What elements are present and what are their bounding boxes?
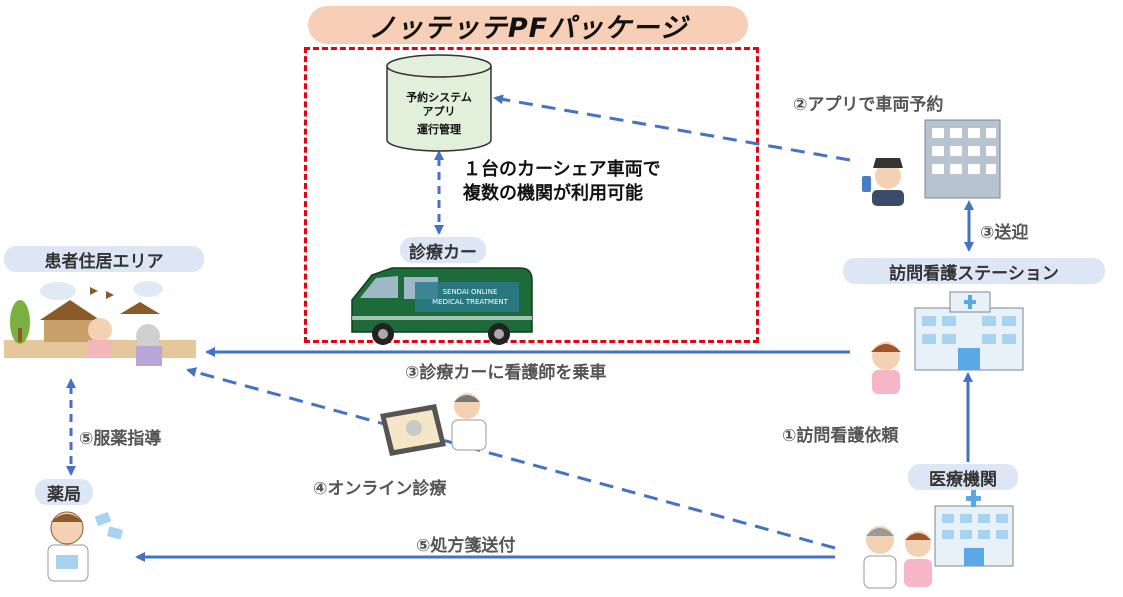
- medical-institution-label: 医療機関: [908, 464, 1018, 490]
- nursing-request-label: ①訪問看護依頼: [782, 426, 899, 446]
- pickup-label: ③送迎: [980, 223, 1029, 243]
- medication-guidance-label: ⑤服薬指導: [79, 429, 162, 449]
- package-note-line-1: １台のカーシェア車両で: [463, 159, 661, 180]
- nursing-station-label: 訪問看護ステーション: [843, 258, 1105, 284]
- database-line-1: 予約システム: [406, 91, 472, 104]
- patient-area-label: 患者住居エリア: [4, 246, 204, 272]
- pharmacy-label: 薬局: [35, 479, 93, 505]
- prescription-send-label: ⑤処方箋送付: [416, 536, 516, 556]
- app-reservation-label: ②アプリで車両予約: [793, 95, 944, 115]
- online-consultation-label: ④オンライン診療: [313, 479, 447, 499]
- van-text-1: SENDAI ONLINE: [443, 288, 498, 296]
- database-line-3: 運行管理: [417, 123, 461, 136]
- package-note-line-2: 複数の機関が利用可能: [463, 183, 643, 204]
- arrow-app-reservation: [493, 94, 851, 162]
- van-label: 診療カー: [400, 237, 486, 263]
- database-label: 予約システム アプリ 運行管理: [387, 91, 491, 137]
- van-text-2: MEDICAL TREATMENT: [432, 298, 509, 306]
- arrow-online-consultation: [186, 367, 836, 550]
- package-note: １台のカーシェア車両で 複数の機関が利用可能: [463, 158, 661, 206]
- package-title: ノッテッテPFパッケージ: [308, 6, 748, 44]
- package-frame: [304, 47, 759, 343]
- nurse-ride-label: ③診療カーに看護師を乗車: [405, 363, 607, 383]
- database-line-2: アプリ: [422, 105, 456, 118]
